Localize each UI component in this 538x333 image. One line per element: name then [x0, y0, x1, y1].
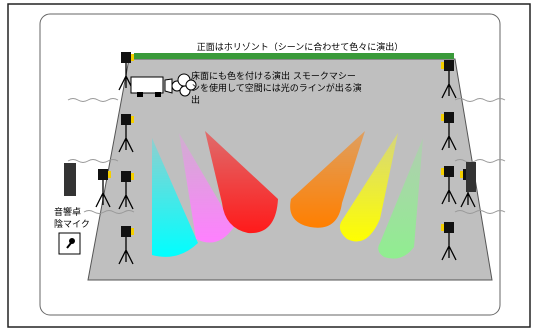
horizon-title: 正面はホリゾント（シーンに合わせて色々に演出）	[197, 41, 404, 53]
cable-lines	[67, 98, 506, 214]
light-fixture-icon	[441, 60, 457, 99]
beam-yellow	[339, 133, 398, 242]
light-fixture-icon	[441, 222, 457, 261]
beam-green	[378, 138, 423, 259]
light-fixture-icon	[118, 226, 134, 265]
smoke-machine-icon	[130, 73, 197, 97]
light-fixture-icon	[118, 171, 134, 210]
light-fixture-icon	[95, 169, 111, 208]
light-beams	[152, 131, 423, 259]
light-fixture-icon	[118, 114, 134, 153]
beam-cyan	[152, 138, 198, 257]
microphone-box	[58, 232, 81, 255]
smoke-note-line1: 床面にも色を付ける演出 スモークマシー	[191, 70, 356, 82]
sound-desk-label-line2: 陰マイク	[54, 218, 90, 230]
light-fixture-icon	[441, 166, 457, 205]
horizon-bar	[134, 53, 454, 59]
speaker-icon	[64, 163, 76, 196]
smoke-note-line3: 出	[191, 94, 200, 106]
beam-orange	[290, 131, 365, 228]
speaker-icon	[466, 162, 476, 192]
smoke-note-line2: ンを使用して空間には光のラインが出る演	[191, 82, 362, 94]
microphone-icon	[66, 238, 75, 249]
light-fixture-icon	[441, 112, 457, 151]
beam-red	[205, 131, 278, 234]
beam-pink	[179, 133, 234, 243]
sound-desk-label-line1: 音響卓	[54, 206, 81, 218]
